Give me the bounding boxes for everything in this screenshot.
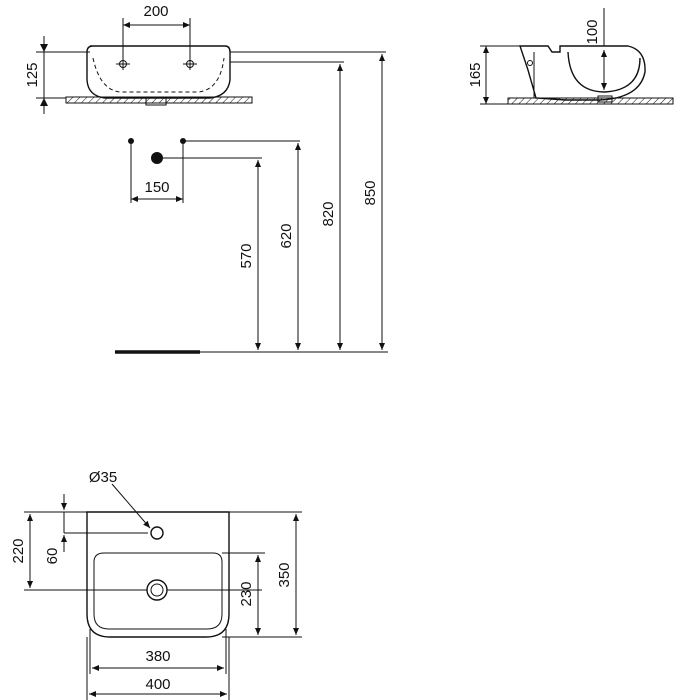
dim-tap-spacing-label: 200 <box>143 3 168 20</box>
dim-supply-height-label: 620 <box>278 223 295 248</box>
dim-waste-height-label: 570 <box>238 243 255 268</box>
dim-bowl-depth-label: 230 <box>238 581 255 606</box>
plan-view: Ø35 220 60 230 <box>10 469 302 700</box>
dim-waste-height: 570 <box>238 160 261 350</box>
basin-plan-outline <box>86 511 230 638</box>
dim-overall-width: 400 <box>86 637 230 700</box>
supply-points: 150 <box>128 138 300 203</box>
dim-overall-depth-label: 350 <box>276 562 293 587</box>
dim-supply-height: 620 <box>278 143 301 350</box>
basin-side-outline <box>519 45 646 103</box>
side-elevation-view: 165 100 <box>467 8 674 105</box>
dim-bowl-depth: 230 <box>222 552 265 638</box>
dim-tap-hole-from-back-label: 60 <box>44 548 61 565</box>
dim-supply-spacing-label: 150 <box>144 179 169 196</box>
dim-side-height-label: 165 <box>467 62 484 87</box>
dim-tap-hole-from-back: 60 <box>44 494 67 565</box>
dim-bowl-width-label: 380 <box>145 648 170 665</box>
waste-point <box>151 152 163 164</box>
waste-outlet <box>84 579 262 601</box>
tap-hole: Ø35 <box>64 469 164 540</box>
dim-side-bowl-depth-label: 100 <box>584 19 601 44</box>
dim-tap-spacing: 200 <box>123 3 190 28</box>
dim-tap-hole-offset-label: 220 <box>10 538 27 563</box>
dim-basin-bottom-height-label: 820 <box>320 201 337 226</box>
dim-rim-height: 850 <box>362 54 385 350</box>
dim-basin-bottom-height: 820 <box>320 64 343 350</box>
dim-basin-height-label: 125 <box>24 62 41 87</box>
countertop-slab <box>65 96 253 104</box>
tap-hole-markers <box>116 18 197 70</box>
dim-side-height: 165 <box>467 45 522 105</box>
dim-bowl-width: 380 <box>89 629 227 674</box>
dim-tap-hole-diameter-label: Ø35 <box>89 469 117 486</box>
basin-front-outline <box>86 45 231 106</box>
dim-rim-height-label: 850 <box>362 180 379 205</box>
extension-lines-right <box>230 51 386 63</box>
dim-tap-hole-offset: 220 <box>10 511 87 591</box>
dim-basin-height: 125 <box>24 36 90 114</box>
dim-side-bowl-depth: 100 <box>584 8 607 90</box>
front-elevation-view: 200 125 <box>24 3 386 114</box>
dim-overall-depth: 350 <box>229 511 302 638</box>
dim-overall-width-label: 400 <box>145 676 170 693</box>
side-countertop-slab <box>507 97 674 105</box>
